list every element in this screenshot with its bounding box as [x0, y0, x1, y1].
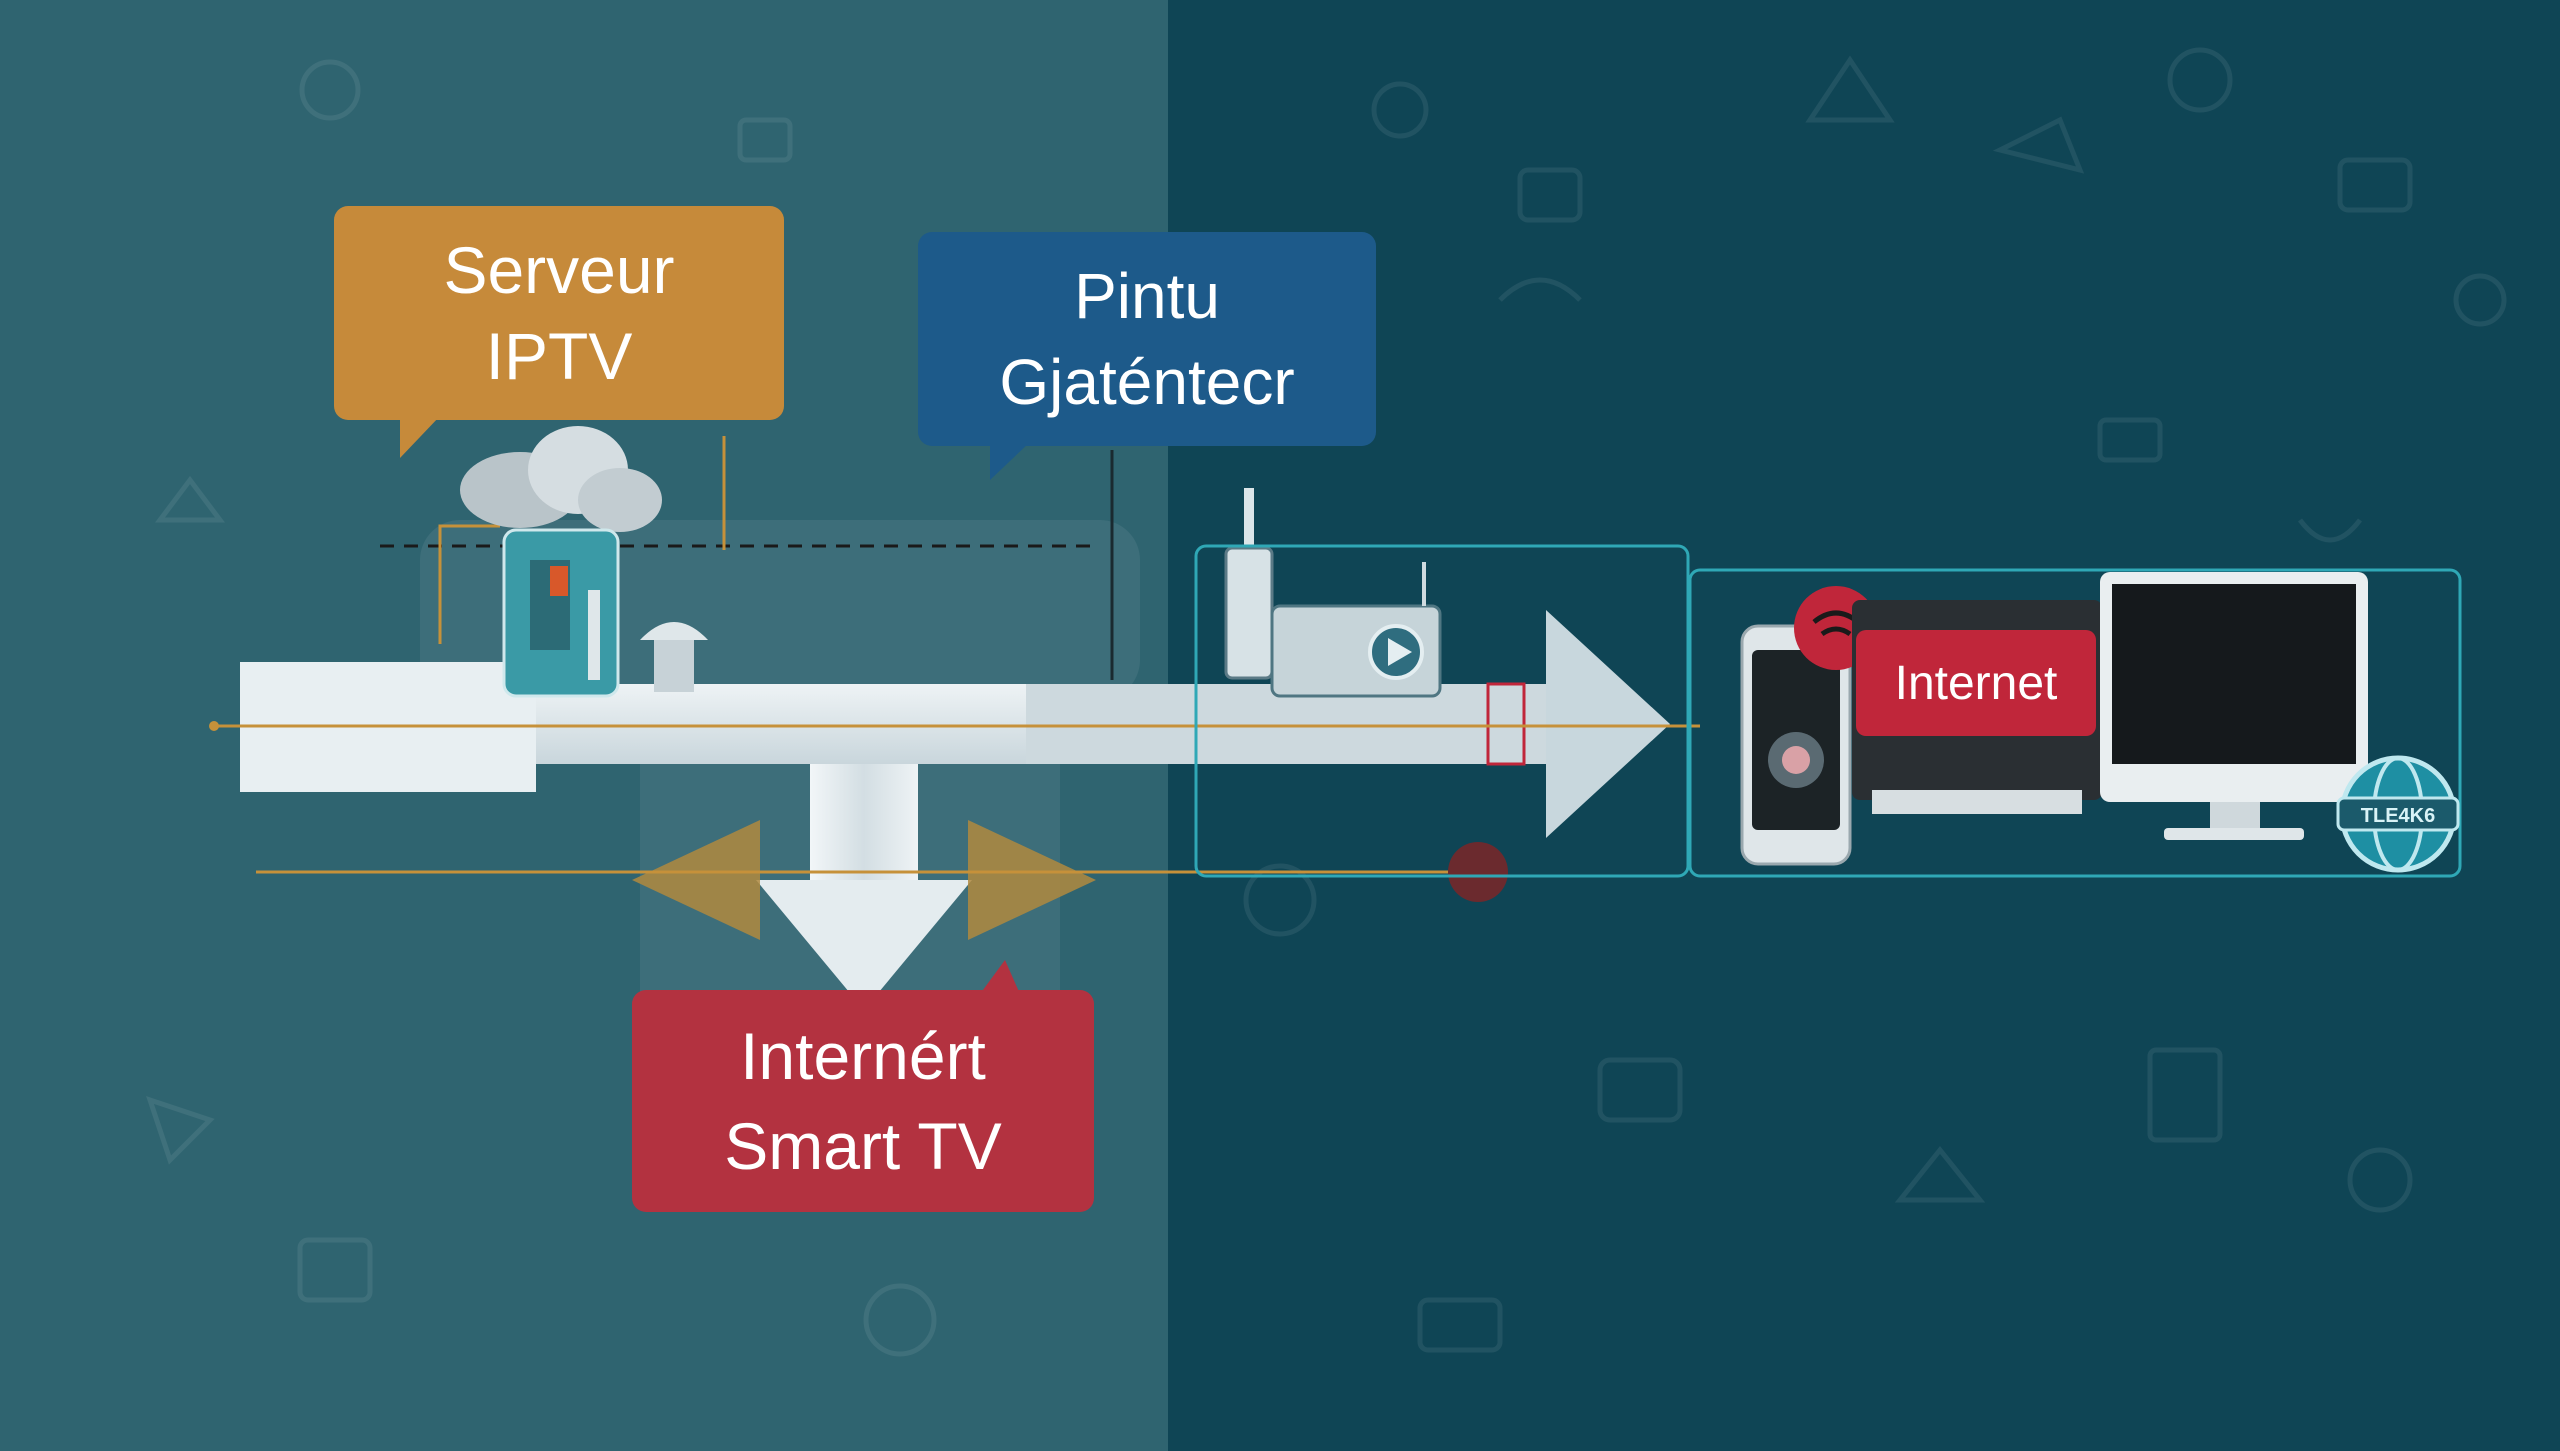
main-pipe-arrowhead	[1546, 610, 1670, 838]
gateway-bubble: Pintu Gjaténtecr	[918, 232, 1376, 446]
gold-arrow-right	[968, 820, 1096, 940]
gateway-label-line1: Pintu	[1074, 260, 1220, 332]
globe-label: TLE4K6	[2361, 805, 2435, 827]
pipe-marker	[1486, 682, 1526, 766]
smarttv-label-line1: Internért	[740, 1019, 986, 1093]
background-doodles	[146, 47, 2507, 1357]
server-rack-icon	[502, 528, 620, 698]
smarttv-bubble-tail	[980, 960, 1020, 994]
server-label-line1: Serveur	[443, 233, 675, 307]
internet-label-box: Internet	[1856, 630, 2096, 736]
gateway-bubble-tail	[990, 442, 1030, 480]
device-frame	[1194, 544, 1690, 878]
play-icon	[1368, 624, 1424, 680]
smart-tv-bubble: Internért Smart TV	[632, 990, 1094, 1212]
vertical-pipe	[810, 764, 918, 894]
internet-label: Internet	[1894, 656, 2058, 710]
endpoint-dot	[209, 721, 219, 731]
smarttv-label-line2: Smart TV	[724, 1109, 1002, 1183]
gateway-label-line2: Gjaténtecr	[999, 346, 1295, 418]
globe-icon: TLE4K6	[2336, 755, 2460, 873]
gold-arrow-left	[632, 820, 760, 940]
vertical-pipe-arrowhead	[756, 880, 972, 1010]
connector-line	[438, 524, 500, 644]
server-bubble-tail	[400, 416, 440, 458]
cloud-icon	[460, 426, 662, 532]
server-iptv-bubble: Serveur IPTV	[334, 206, 784, 420]
lamp-icon	[640, 622, 708, 692]
server-label-line2: IPTV	[485, 319, 633, 393]
endpoint-ball	[1448, 842, 1508, 902]
devices-frame	[1688, 568, 2462, 878]
